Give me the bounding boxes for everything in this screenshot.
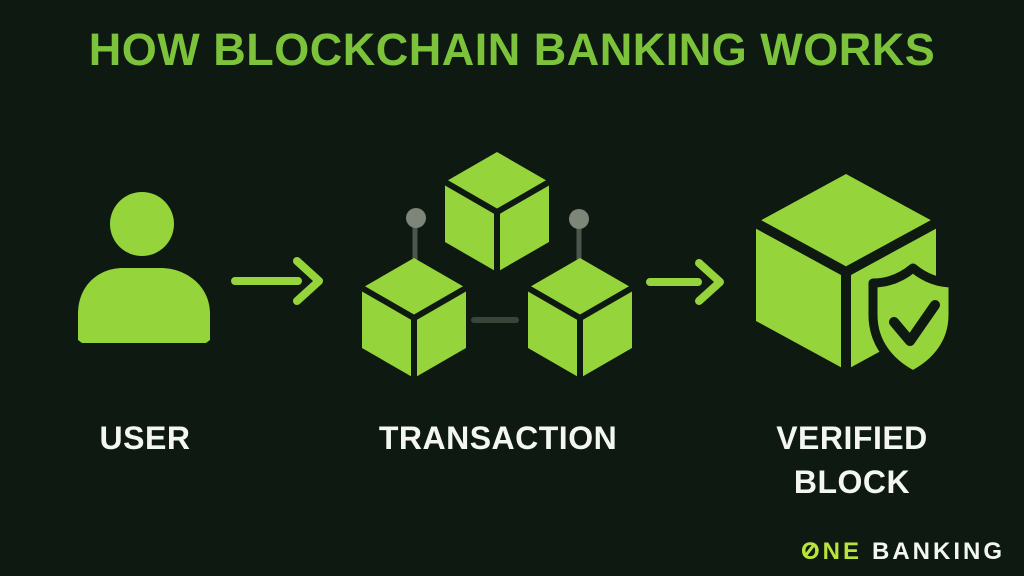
cube-right xyxy=(526,258,634,378)
network-node-dot-left xyxy=(406,208,426,228)
cube-left xyxy=(360,258,468,378)
arrow-right-icon xyxy=(231,257,323,305)
user-icon xyxy=(78,192,210,343)
cube-top xyxy=(443,152,551,272)
logo-one-text: ONE xyxy=(801,538,862,566)
brand-logo: ONE BANKING xyxy=(801,538,1005,566)
verified-block-shield-icon xyxy=(753,174,958,380)
user-body xyxy=(78,268,210,343)
logo-one-label: ONE xyxy=(800,538,862,565)
step-label-transaction: TRANSACTION xyxy=(378,420,618,456)
network-node-dot-right xyxy=(569,209,589,229)
step-label-verified-block: VERIFIED BLOCK xyxy=(776,420,928,500)
blockchain-cubes-icon xyxy=(360,152,634,378)
page-title: HOW BLOCKCHAIN BANKING WORKS xyxy=(88,24,936,75)
user-head xyxy=(110,192,174,256)
step-label-user: USER xyxy=(99,420,191,456)
shield-check-icon xyxy=(868,263,958,380)
arrow-right-icon xyxy=(646,259,724,305)
logo-banking-text: BANKING xyxy=(872,538,1005,565)
